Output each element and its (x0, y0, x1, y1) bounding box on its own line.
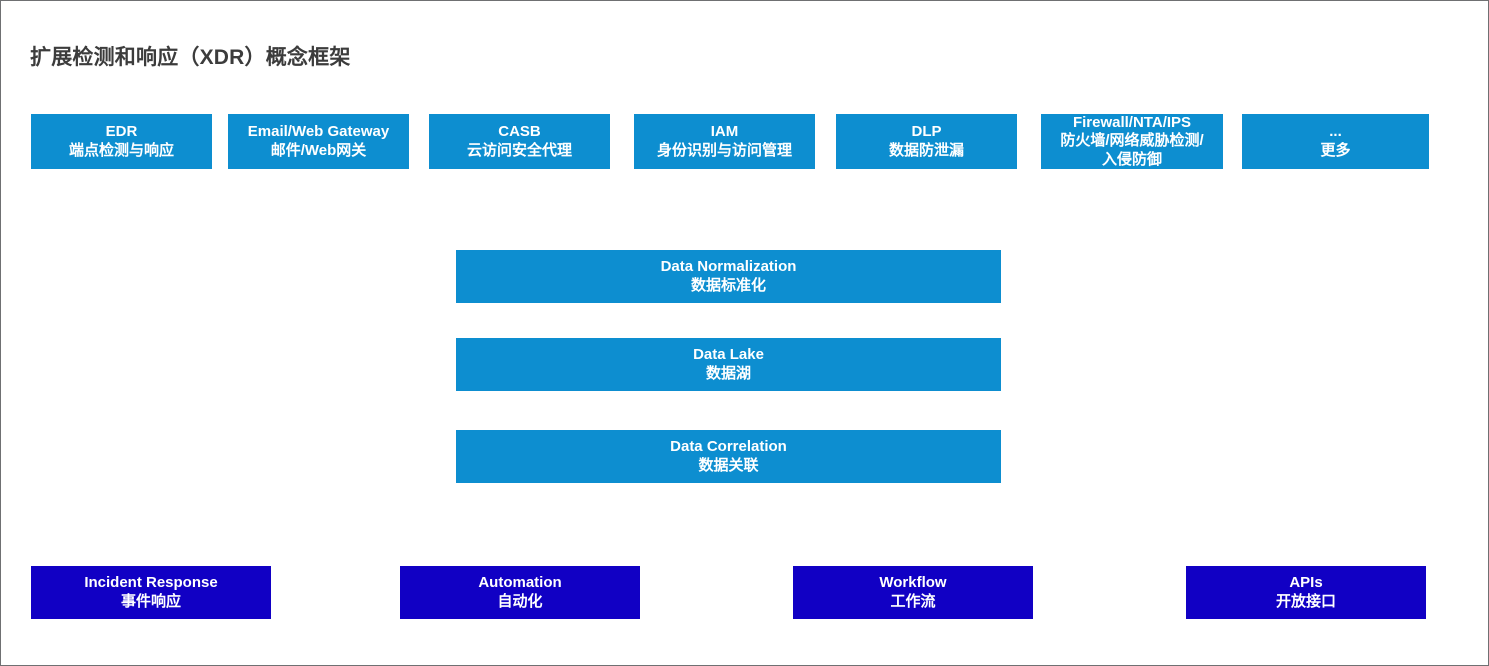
source-box-dlp-en: DLP (911, 123, 942, 141)
source-box-firewall-nta-ips-cn2: 入侵防御 (1101, 150, 1162, 168)
source-box-email-web-gateway-en: Email/Web Gateway (247, 123, 390, 141)
source-box-email-web-gateway: Email/Web Gateway 邮件/Web网关 (228, 114, 409, 169)
platform-box-data-correlation-en: Data Correlation (670, 438, 787, 456)
action-box-apis-en: APIs (1289, 574, 1323, 592)
action-box-apis-cn: 开放接口 (1275, 592, 1336, 610)
source-box-casb-cn: 云访问安全代理 (466, 141, 572, 159)
source-box-iam-en: IAM (710, 123, 739, 141)
source-box-edr: EDR 端点检测与响应 (31, 114, 212, 169)
platform-box-data-correlation: Data Correlation 数据关联 (456, 430, 1001, 483)
action-box-incident-response: Incident Response 事件响应 (31, 566, 271, 619)
source-box-more: ... 更多 (1242, 114, 1429, 169)
platform-box-data-correlation-cn: 数据关联 (698, 456, 759, 474)
action-box-automation-cn: 自动化 (497, 592, 543, 610)
source-box-iam-cn: 身份识别与访问管理 (656, 141, 792, 159)
source-box-dlp-cn: 数据防泄漏 (888, 141, 964, 159)
platform-box-data-lake-cn: 数据湖 (705, 364, 751, 382)
action-box-incident-response-cn: 事件响应 (120, 592, 181, 610)
platform-box-data-normalization-en: Data Normalization (660, 258, 797, 276)
platform-box-data-normalization: Data Normalization 数据标准化 (456, 250, 1001, 303)
source-box-firewall-nta-ips-en: Firewall/NTA/IPS (1072, 114, 1192, 132)
action-box-automation-en: Automation (478, 574, 562, 592)
source-box-more-cn: 更多 (1320, 141, 1351, 159)
source-box-edr-cn: 端点检测与响应 (68, 141, 174, 159)
source-box-email-web-gateway-cn: 邮件/Web网关 (270, 141, 367, 159)
source-box-dlp: DLP 数据防泄漏 (836, 114, 1017, 169)
page-title: 扩展检测和响应（XDR）概念框架 (30, 46, 351, 69)
platform-box-data-lake: Data Lake 数据湖 (456, 338, 1001, 391)
source-box-casb: CASB 云访问安全代理 (429, 114, 610, 169)
action-box-workflow-cn: 工作流 (890, 592, 936, 610)
action-box-apis: APIs 开放接口 (1186, 566, 1426, 619)
action-box-workflow: Workflow 工作流 (793, 566, 1033, 619)
source-box-firewall-nta-ips: Firewall/NTA/IPS 防火墙/网络威胁检测/ 入侵防御 (1041, 114, 1223, 169)
platform-box-data-lake-en: Data Lake (693, 346, 764, 364)
action-box-automation: Automation 自动化 (400, 566, 640, 619)
action-box-workflow-en: Workflow (879, 574, 947, 592)
source-box-casb-en: CASB (498, 123, 541, 141)
source-box-firewall-nta-ips-cn: 防火墙/网络威胁检测/ (1060, 132, 1204, 150)
source-box-more-en: ... (1329, 123, 1342, 141)
source-box-iam: IAM 身份识别与访问管理 (634, 114, 815, 169)
action-box-incident-response-en: Incident Response (84, 574, 218, 592)
source-box-edr-en: EDR (105, 123, 138, 141)
platform-box-data-normalization-cn: 数据标准化 (690, 276, 766, 294)
